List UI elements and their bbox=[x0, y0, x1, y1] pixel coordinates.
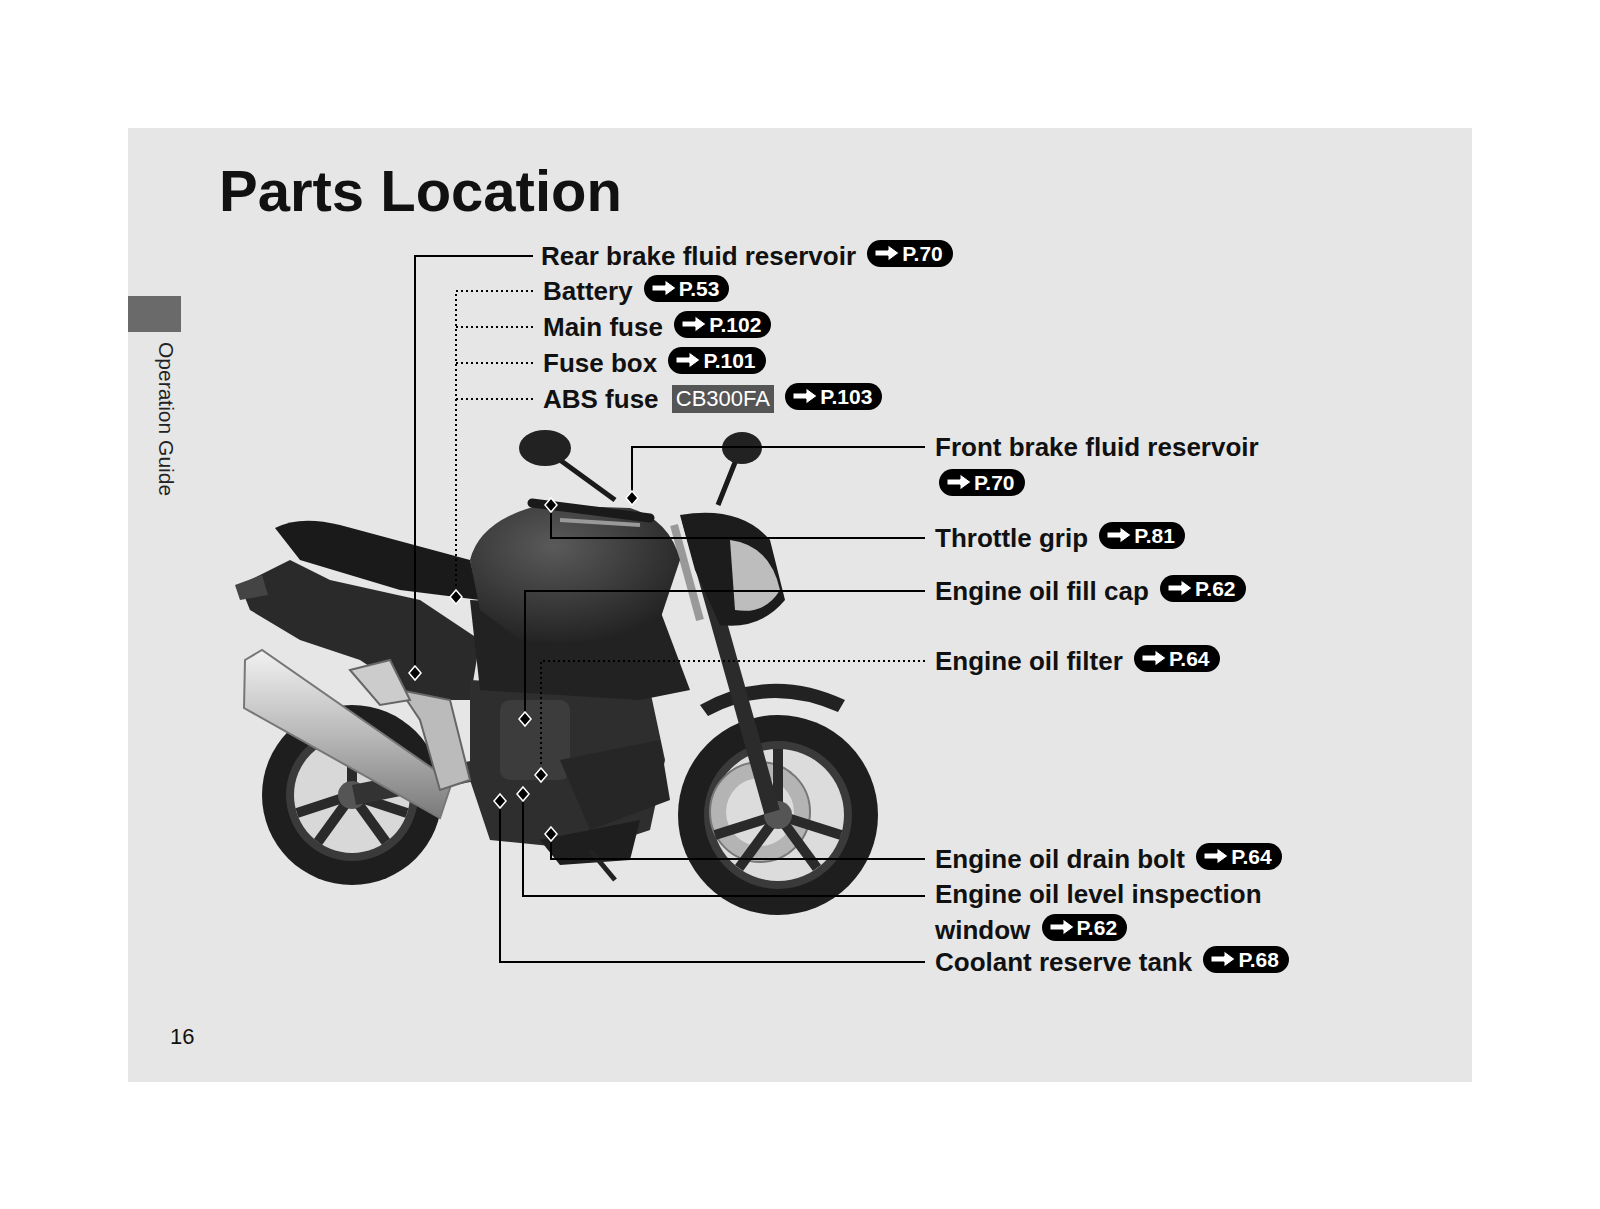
page-number-ref: P.102 bbox=[709, 311, 761, 338]
label-row: P.70 bbox=[935, 467, 1025, 503]
arrow-icon bbox=[680, 315, 708, 333]
page-number-ref: P.70 bbox=[974, 469, 1015, 496]
arrow-icon bbox=[1105, 526, 1133, 544]
page-number-ref: P.62 bbox=[1195, 575, 1236, 602]
label-row: Engine oil drain bolt P.64 bbox=[935, 841, 1282, 877]
arrow-icon bbox=[1166, 579, 1194, 597]
label-row: Rear brake fluid reservoir P.70 bbox=[541, 238, 953, 274]
part-name: Battery bbox=[543, 276, 633, 306]
page-number-ref: P.53 bbox=[679, 275, 720, 302]
page-number-ref: P.101 bbox=[703, 347, 755, 374]
page-number-ref: P.70 bbox=[902, 240, 943, 267]
part-name: Engine oil drain bolt bbox=[935, 844, 1185, 874]
page-reference: P.68 bbox=[1203, 946, 1289, 973]
page-reference: P.101 bbox=[668, 347, 765, 374]
page-reference: P.62 bbox=[1160, 575, 1246, 602]
model-tag: CB300FA bbox=[672, 385, 774, 413]
arrow-icon bbox=[791, 387, 819, 405]
label-row: Engine oil fill cap P.62 bbox=[935, 573, 1246, 609]
page-number-ref: P.64 bbox=[1231, 843, 1272, 870]
arrow-icon bbox=[1202, 847, 1230, 865]
part-name: Engine oil filter bbox=[935, 646, 1123, 676]
part-name: Coolant reserve tank bbox=[935, 947, 1192, 977]
part-name: Engine oil fill cap bbox=[935, 576, 1149, 606]
section-label: Operation Guide bbox=[154, 342, 178, 496]
page-reference: P.70 bbox=[867, 240, 953, 267]
section-tab bbox=[128, 296, 181, 332]
arrow-icon bbox=[1140, 649, 1168, 667]
page-title: Parts Location bbox=[219, 158, 622, 224]
label-row: Coolant reserve tank P.68 bbox=[935, 944, 1289, 980]
part-name: Rear brake fluid reservoir bbox=[541, 241, 856, 271]
page-number-ref: P.103 bbox=[820, 383, 872, 410]
page-number-ref: P.64 bbox=[1169, 645, 1210, 672]
label-row: Main fuse P.102 bbox=[543, 309, 771, 345]
page-reference: P.64 bbox=[1134, 645, 1220, 672]
arrow-icon bbox=[674, 351, 702, 369]
page-number-ref: P.81 bbox=[1134, 522, 1175, 549]
arrow-icon bbox=[945, 473, 973, 491]
part-name: Front brake fluid reservoir bbox=[935, 432, 1259, 462]
part-name: ABS fuse bbox=[543, 384, 659, 414]
page-reference: P.102 bbox=[674, 311, 771, 338]
page-reference: P.70 bbox=[939, 469, 1025, 496]
page-number-ref: P.68 bbox=[1238, 946, 1279, 973]
part-name: Fuse box bbox=[543, 348, 657, 378]
page-reference: P.64 bbox=[1196, 843, 1282, 870]
page-number-ref: P.62 bbox=[1077, 914, 1118, 941]
arrow-icon bbox=[1048, 918, 1076, 936]
label-row: Fuse box P.101 bbox=[543, 345, 766, 381]
part-name: Main fuse bbox=[543, 312, 663, 342]
page-reference: P.103 bbox=[785, 383, 882, 410]
arrow-icon bbox=[1209, 950, 1237, 968]
label-row: Front brake fluid reservoir bbox=[935, 429, 1259, 465]
page-reference: P.81 bbox=[1099, 522, 1185, 549]
page-number: 16 bbox=[170, 1024, 194, 1050]
label-row: Battery P.53 bbox=[543, 273, 729, 309]
arrow-icon bbox=[873, 244, 901, 262]
page-reference: P.53 bbox=[644, 275, 730, 302]
page-reference: P.62 bbox=[1042, 914, 1128, 941]
arrow-icon bbox=[650, 279, 678, 297]
label-row: Throttle grip P.81 bbox=[935, 520, 1185, 556]
label-row: ABS fuse CB300FA P.103 bbox=[543, 381, 882, 417]
part-name: Throttle grip bbox=[935, 523, 1088, 553]
label-row: Engine oil filter P.64 bbox=[935, 643, 1220, 679]
label-row: Engine oil level inspection window P.62 bbox=[935, 876, 1305, 948]
